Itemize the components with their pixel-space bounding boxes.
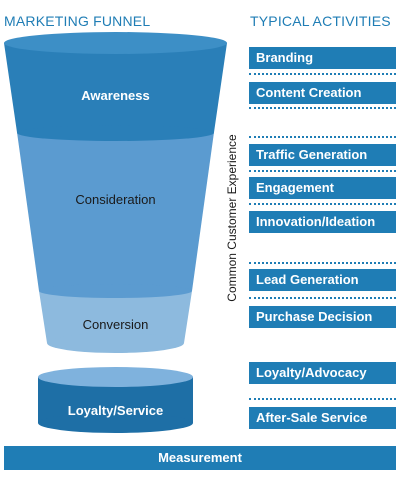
loyalty-cylinder-top [38, 367, 193, 387]
funnel-bottom-rim [47, 333, 184, 353]
dotted-divider [249, 170, 396, 172]
dotted-divider [249, 262, 396, 264]
measurement-bar: Measurement [4, 446, 396, 470]
activities-heading: TYPICAL ACTIVITIES [250, 13, 391, 29]
funnel-awareness-section [4, 43, 227, 133]
side-label: Common Customer Experience [225, 134, 239, 302]
activity-after-sale-service: After-Sale Service [249, 407, 396, 429]
dotted-divider [249, 136, 396, 138]
dotted-divider [249, 297, 396, 299]
dotted-divider [249, 107, 396, 109]
stage-label-consideration: Consideration [75, 192, 155, 207]
loyalty-service-label: Loyalty/Service [68, 403, 163, 418]
funnel-conversion-top-edge [39, 284, 192, 298]
activity-lead-generation: Lead Generation [249, 269, 396, 291]
loyalty-cylinder-bottom [38, 413, 193, 433]
funnel-heading: MARKETING FUNNEL [4, 13, 151, 29]
activity-loyalty-advocacy: Loyalty/Advocacy [249, 362, 396, 384]
dotted-divider [249, 73, 396, 75]
activity-engagement: Engagement [249, 177, 396, 199]
activity-branding: Branding [249, 47, 396, 69]
activity-innovation-ideation: Innovation/Ideation [249, 211, 396, 233]
funnel-consideration-top-edge [17, 125, 214, 141]
funnel-conversion-section [39, 291, 192, 343]
activity-content-creation: Content Creation [249, 82, 396, 104]
activity-traffic-generation: Traffic Generation [249, 144, 396, 166]
stage-label-conversion: Conversion [83, 317, 149, 332]
funnel-top-rim [4, 32, 227, 54]
dotted-divider [249, 398, 396, 400]
funnel-consideration-section [17, 133, 214, 291]
activity-purchase-decision: Purchase Decision [249, 306, 396, 328]
dotted-divider [249, 203, 396, 205]
stage-label-awareness: Awareness [81, 88, 149, 103]
